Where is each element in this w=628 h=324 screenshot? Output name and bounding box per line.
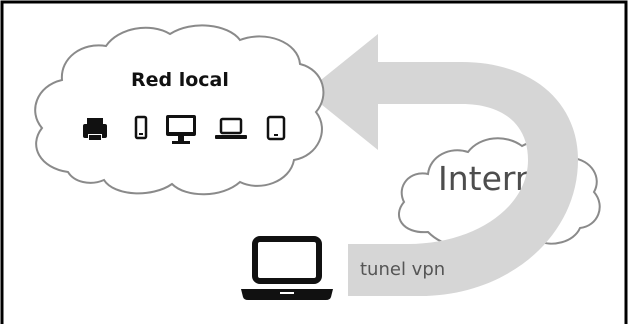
monitor-icon <box>166 115 196 144</box>
tunnel-arrow-shape <box>306 34 578 296</box>
tablet-icon <box>266 115 286 141</box>
tunnel-label: tunel vpn <box>360 259 445 280</box>
client-laptop-icon <box>241 236 333 300</box>
tunnel-arrow: tunel vpn <box>306 34 578 296</box>
local-network-cloud: Red local <box>34 24 325 196</box>
phone-icon <box>134 115 148 140</box>
local-network-label: Red local <box>131 69 229 91</box>
printer-icon <box>83 118 107 140</box>
local-network-cloud-shape <box>34 24 325 196</box>
laptop-icon <box>215 117 247 139</box>
